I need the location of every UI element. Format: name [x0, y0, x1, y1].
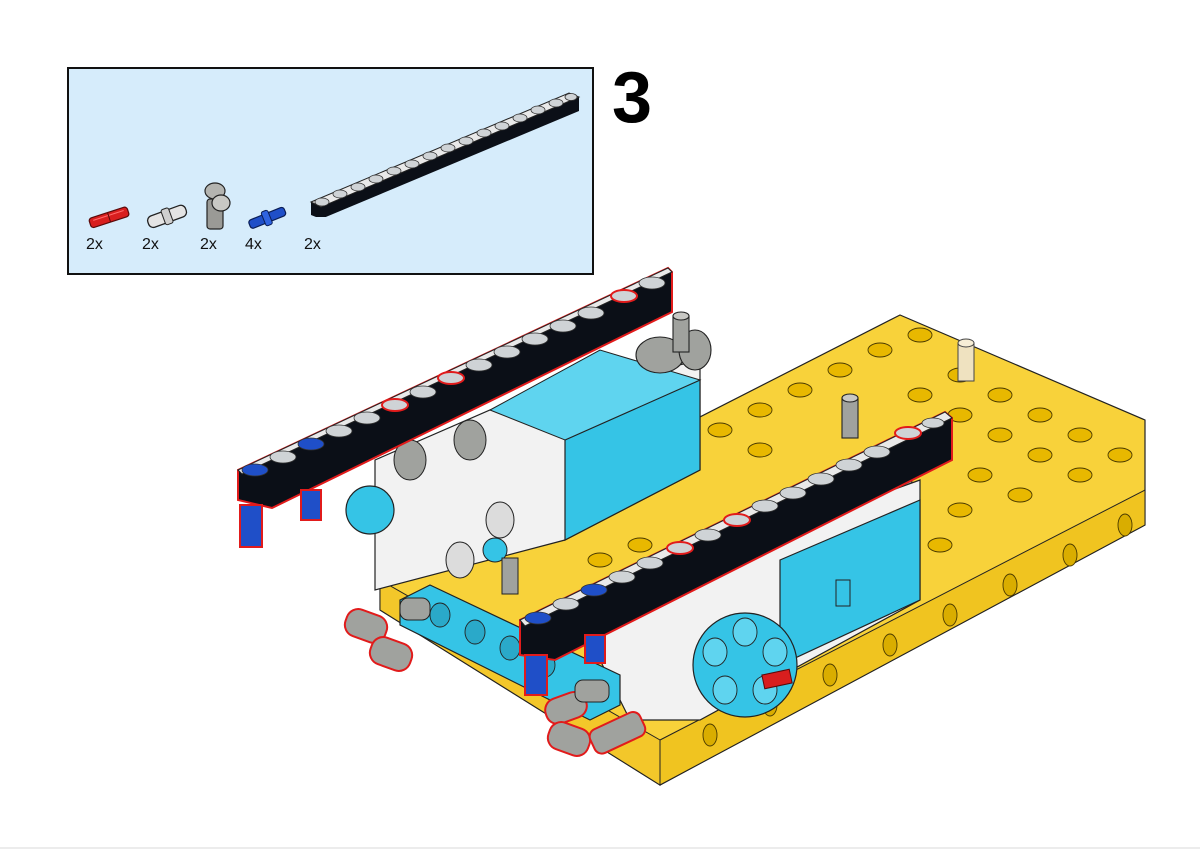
azure-beam-icon [399, 584, 621, 721]
connector-peg-icon [343, 608, 389, 644]
rear-beam-15-icon [237, 266, 673, 548]
angle-connector-part-icon [204, 182, 231, 230]
angle-connector-icon [588, 711, 647, 755]
beam-15-part-icon [309, 92, 581, 217]
connector-peg-icon [399, 597, 431, 621]
parts-callout: 2x 2x 2x 4x [67, 67, 594, 275]
page-bottom-divider [0, 847, 1200, 849]
front-motor-icon [579, 479, 921, 721]
rear-motor-icon [345, 349, 702, 591]
step-number: 3 [612, 58, 653, 138]
axle-peg-icon [501, 557, 519, 595]
red-axle-part-icon [88, 206, 130, 229]
tan-axle-icon [957, 338, 975, 382]
connector-peg-icon [368, 636, 414, 672]
connector-peg-icon [574, 679, 610, 703]
connector-peg-part-icon [146, 204, 188, 229]
part-quantity: 2x [142, 236, 159, 253]
angle-connector-icon [546, 721, 592, 757]
part-quantity: 2x [86, 236, 103, 253]
front-beam-15-icon [519, 410, 953, 696]
angle-connector-icon [635, 311, 712, 374]
blue-axle-peg-part-icon [248, 206, 287, 229]
part-quantity: 2x [304, 236, 321, 253]
part-quantity: 2x [200, 236, 217, 253]
part-quantity: 4x [245, 236, 262, 253]
